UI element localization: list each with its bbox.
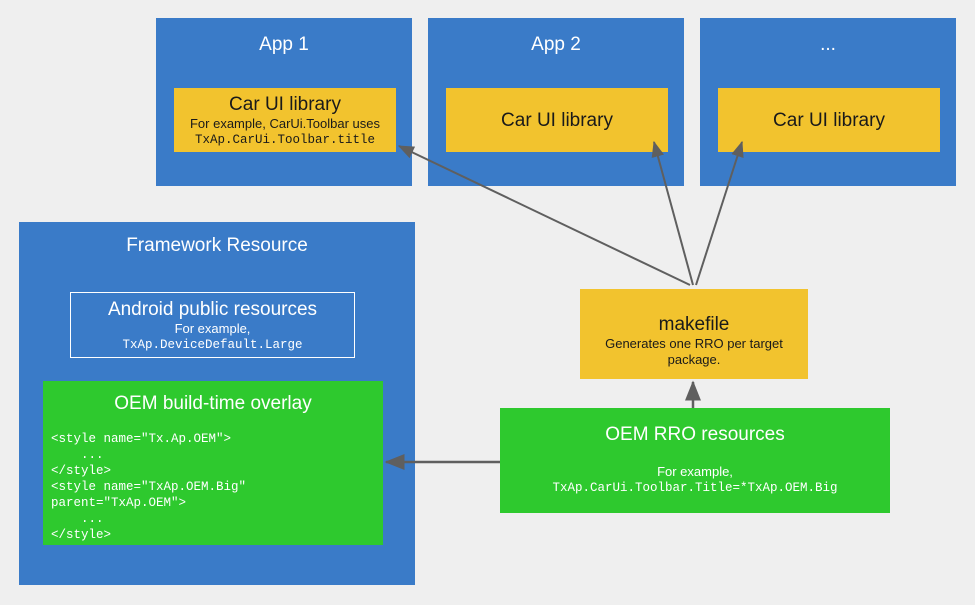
- car-ui-library-title-app-1: Car UI library: [229, 93, 341, 115]
- app-container-app-1: App 1 Car UI library For example, CarUi.…: [156, 18, 412, 186]
- oem-rro-resources-box: OEM RRO resources For example, TxAp.CarU…: [500, 408, 890, 513]
- oem-rro-resources-sub: For example,: [657, 464, 733, 479]
- car-ui-library-box-app-1: Car UI library For example, CarUi.Toolba…: [174, 88, 396, 152]
- android-public-resources-box: Android public resources For example, Tx…: [70, 292, 355, 358]
- oem-build-time-overlay-code: <style name="Tx.Ap.OEM"> ... </style> <s…: [51, 432, 247, 542]
- android-public-resources-title: Android public resources: [107, 298, 318, 320]
- car-ui-library-title-app-2: Car UI library: [501, 109, 613, 131]
- makefile-box: makefile Generates one RRO per target pa…: [580, 289, 808, 379]
- app-more-label: ...: [820, 34, 836, 55]
- framework-resource-container: Framework Resource Android public resour…: [19, 222, 415, 585]
- oem-rro-resources-code: TxAp.CarUi.Toolbar.Title=*TxAp.OEM.Big: [552, 481, 838, 495]
- app-2-label: App 2: [531, 34, 581, 55]
- car-ui-library-title-app-more: Car UI library: [773, 109, 885, 131]
- car-ui-library-box-app-more: Car UI library: [718, 88, 940, 152]
- oem-build-time-overlay-box: OEM build-time overlay <style name="Tx.A…: [43, 381, 383, 545]
- app-container-app-more: ... Car UI library: [700, 18, 956, 186]
- app-container-app-2: App 2 Car UI library: [428, 18, 684, 186]
- oem-build-time-overlay-title: OEM build-time overlay: [114, 393, 312, 414]
- framework-resource-label: Framework Resource: [126, 235, 308, 256]
- car-ui-library-sub-app-1: For example, CarUi.Toolbar uses: [189, 115, 381, 131]
- car-ui-library-code-app-1: TxAp.CarUi.Toolbar.title: [194, 132, 376, 147]
- android-public-resources-code: TxAp.DeviceDefault.Large: [122, 337, 303, 352]
- makefile-sub: Generates one RRO per target package.: [605, 336, 783, 367]
- makefile-title: makefile: [658, 314, 730, 335]
- car-ui-library-box-app-2: Car UI library: [446, 88, 668, 152]
- android-public-resources-sub: For example,: [174, 320, 251, 336]
- oem-rro-resources-title: OEM RRO resources: [605, 424, 785, 445]
- app-1-label: App 1: [259, 34, 309, 55]
